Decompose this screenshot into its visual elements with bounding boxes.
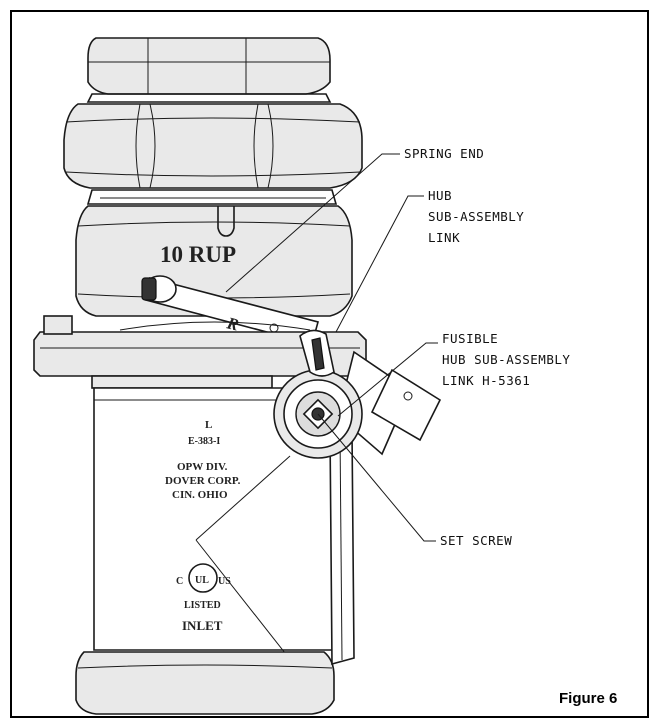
stamp-l: L: [205, 419, 212, 431]
large-hex-nut: [63, 103, 363, 189]
callout-fusible-line-2: HUB SUB-ASSEMBLY: [442, 352, 570, 367]
ul-listed-mark: UL C US LISTED INLET: [176, 563, 231, 633]
ul-left: C: [176, 576, 183, 587]
stamp-part-number: E-383-I: [188, 436, 220, 447]
callout-fusible-line-3: LINK H-5361: [442, 373, 530, 388]
stamp-maker-2: DOVER CORP.: [165, 475, 241, 487]
top-stamp: 10 RUP: [160, 242, 236, 267]
callout-hub-line-2: SUB-ASSEMBLY: [428, 209, 524, 224]
frame-border: [10, 10, 649, 718]
stamp-maker-1: OPW DIV.: [177, 461, 228, 473]
body-stamp: L E-383-I OPW DIV. DOVER CORP. CIN. OHIO: [165, 419, 241, 501]
callout-hub-line-3: LINK: [428, 230, 460, 245]
stamp-maker-3: CIN. OHIO: [172, 489, 228, 501]
spring-link: R: [141, 275, 319, 345]
inlet-label: INLET: [182, 618, 223, 633]
ul-logo-text: UL: [195, 575, 209, 586]
callout-hub-line-1: HUB: [428, 188, 452, 203]
ul-listed: LISTED: [184, 600, 221, 611]
callout-fusible-line-1: FUSIBLE: [442, 331, 498, 346]
hub-assembly: [273, 329, 442, 666]
inlet-coupling: [75, 651, 335, 715]
valve-main-body: [93, 387, 347, 673]
callout-spring-end: SPRING END: [404, 146, 484, 161]
link-letter: R: [224, 313, 241, 334]
ul-right: US: [218, 576, 231, 587]
leader-lines: [225, 153, 438, 542]
figure-caption: Figure 6: [559, 690, 617, 707]
top-hex-nut: [86, 37, 332, 103]
stem-collar: [86, 189, 338, 205]
callout-set-screw: SET SCREW: [440, 533, 512, 548]
